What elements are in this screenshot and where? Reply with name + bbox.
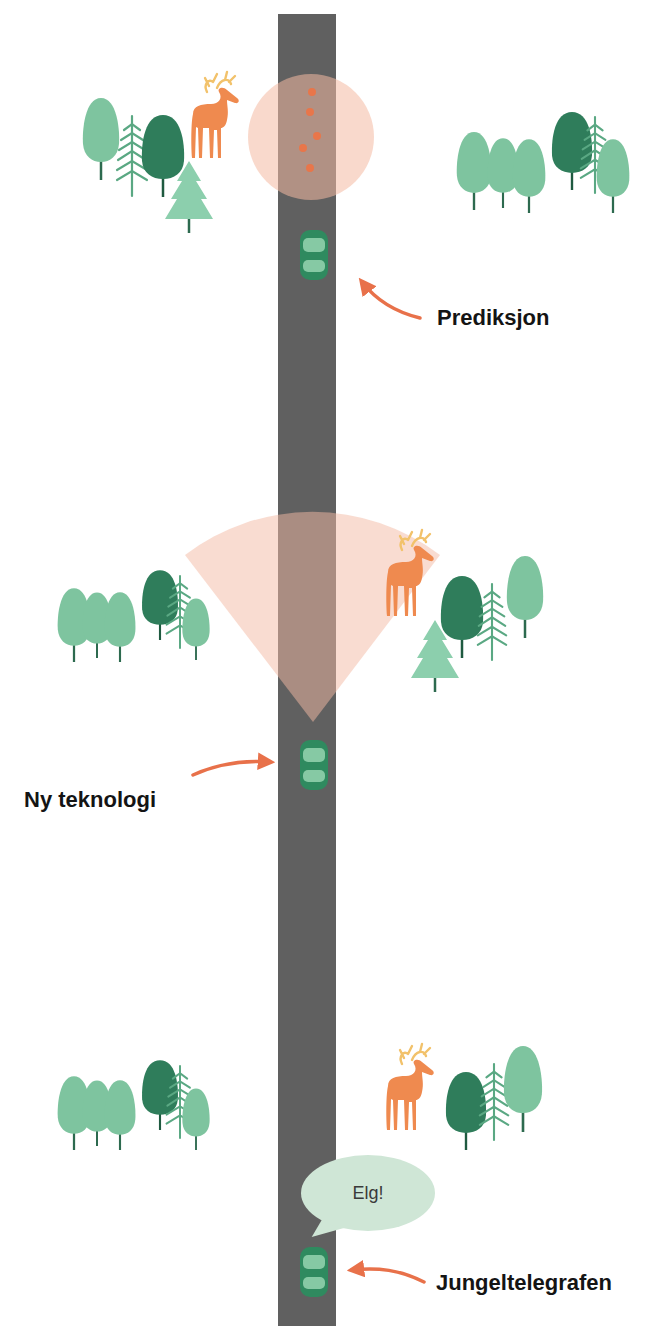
round-tree (504, 1046, 542, 1132)
prediction-dot (306, 164, 314, 172)
pine-tree (411, 620, 459, 692)
prediction-zone (248, 74, 374, 200)
prediction-dot (299, 144, 307, 152)
round-tree (105, 1080, 136, 1150)
moose (191, 72, 238, 158)
dark-tree (446, 1072, 486, 1150)
leader-arrow (352, 1269, 424, 1282)
round-tree (597, 139, 630, 213)
round-tree (182, 599, 209, 661)
dark-tree (552, 112, 592, 190)
moose (386, 1044, 433, 1130)
callout-label: Ny teknologi (24, 787, 156, 813)
dark-tree (142, 115, 184, 197)
leader-arrow (193, 762, 270, 775)
leader-arrow (362, 282, 420, 318)
branch-tree (480, 1064, 509, 1140)
prediction-dot (306, 108, 314, 116)
car (300, 230, 328, 280)
round-tree (83, 98, 119, 180)
round-tree (105, 592, 136, 662)
round-tree (513, 139, 546, 213)
callout-label: Jungeltelegrafen (436, 1270, 612, 1296)
prediction-dots (299, 88, 321, 172)
prediction-dot (308, 88, 316, 96)
pine-tree (165, 161, 213, 233)
callout-label: Prediksjon (437, 305, 549, 331)
bubble-shape (301, 1155, 435, 1231)
round-tree (507, 556, 543, 638)
moose (386, 530, 433, 616)
dark-tree (441, 576, 483, 658)
car (300, 1247, 328, 1297)
round-tree (457, 132, 492, 210)
car (300, 740, 328, 790)
bubble-text: Elg! (301, 1155, 435, 1231)
prediction-dot (313, 132, 321, 140)
branch-tree (478, 584, 507, 660)
sensor-cone (185, 512, 440, 722)
round-tree (182, 1089, 209, 1151)
speech-bubble: Elg! (301, 1155, 435, 1231)
